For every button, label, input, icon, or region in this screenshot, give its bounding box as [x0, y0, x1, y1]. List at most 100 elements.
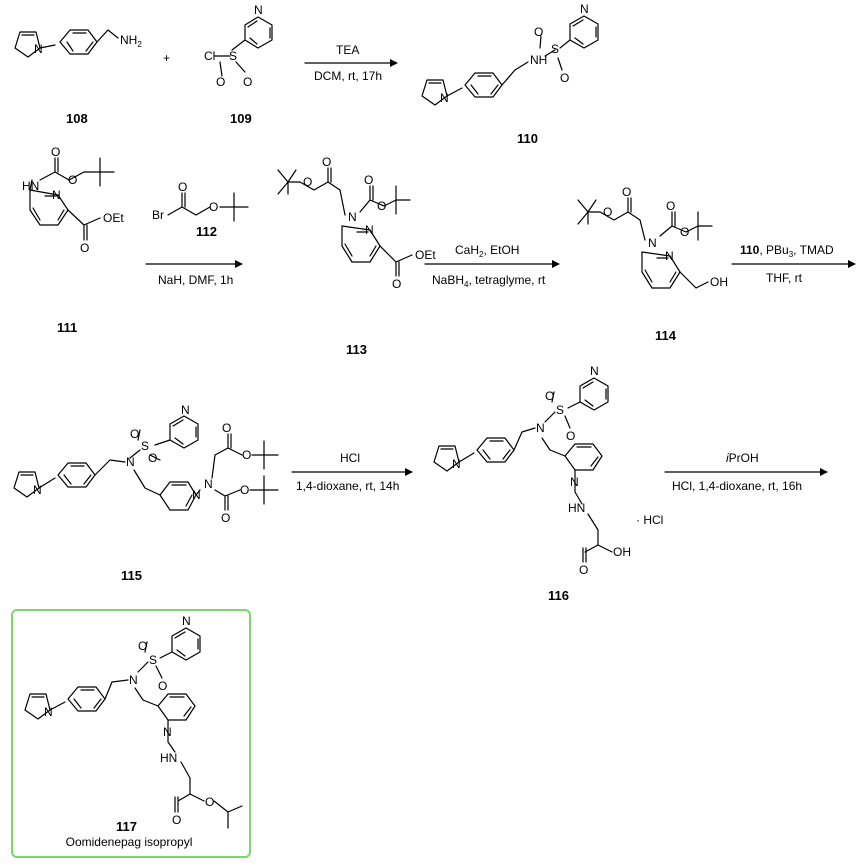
atom-o: O: [148, 451, 157, 465]
condition-label: 1,4-dioxane, rt, 14h: [296, 479, 399, 493]
atom-n: N: [536, 421, 545, 435]
atom-n: N: [254, 3, 263, 17]
atom-s: S: [551, 42, 559, 56]
atom-o: O: [172, 813, 181, 827]
reagent-label: 110, PBu3, TMAD: [740, 243, 834, 259]
atom-s: S: [556, 403, 564, 417]
atom-n: N: [365, 223, 374, 237]
final-product-name: Oomidenepag isopropyl: [66, 835, 193, 849]
atom-o: O: [303, 175, 312, 189]
atom-s: S: [229, 49, 237, 63]
structure-110: N NH S O O N 110: [421, 2, 599, 146]
atom-o: O: [603, 205, 612, 219]
atom-n: N: [590, 364, 599, 378]
atom-s: S: [149, 653, 157, 667]
condition-label: NaH, DMF, 1h: [158, 273, 233, 287]
atom-o: O: [68, 173, 77, 187]
atom-nh: NH: [530, 53, 547, 67]
reaction-arrow-2: Br O O 112 NaH, DMF, 1h: [145, 180, 249, 287]
atom-o: O: [221, 511, 230, 525]
atom-o: O: [242, 448, 251, 462]
structure-108: N NH2 108: [14, 29, 142, 126]
structure-117: N N S O O N N HN O O 117 Oomidenepag iso…: [24, 614, 243, 849]
atom-o: O: [392, 277, 401, 291]
reaction-arrow-3: CaH2, EtOH NaBH4, tetraglyme, rt: [424, 243, 560, 289]
atom-o: O: [130, 427, 139, 441]
reagent-label: HCl: [340, 451, 360, 465]
atom-o: O: [622, 185, 631, 199]
atom-oet: OEt: [103, 211, 124, 225]
atom-o: O: [209, 200, 218, 214]
atom-o: O: [240, 483, 249, 497]
salt-label: · HCl: [636, 513, 663, 527]
atom-n: N: [52, 188, 61, 202]
atom-o: O: [138, 639, 147, 653]
atom-o: O: [158, 679, 167, 693]
structure-113: O O N O O N OEt O 113: [277, 155, 436, 357]
atom-n: N: [348, 210, 357, 224]
reaction-arrow-5: HCl 1,4-dioxane, rt, 14h: [291, 451, 413, 493]
compound-id-111: 111: [57, 320, 77, 335]
atom-n: N: [126, 455, 135, 469]
compound-id-113: 113: [346, 342, 367, 357]
atom-n: N: [163, 725, 172, 739]
atom-oh: OH: [710, 275, 728, 289]
atom-o: O: [566, 429, 575, 443]
reaction-arrow-1: TEA DCM, rt, 17h: [304, 43, 398, 83]
atom-n: N: [192, 488, 201, 502]
atom-cl: Cl: [204, 49, 215, 63]
atom-o: O: [364, 173, 373, 187]
atom-o: O: [222, 421, 231, 435]
atom-o: O: [545, 389, 554, 403]
structure-111: HN O O N OEt O 111: [22, 145, 124, 335]
atom-oet: OEt: [415, 248, 436, 262]
reagent-ref-112: 112: [196, 224, 217, 239]
atom-n: N: [44, 705, 53, 719]
atom-n: N: [34, 42, 43, 56]
atom-o: O: [322, 155, 331, 169]
atom-n: N: [33, 483, 42, 497]
compound-id-110: 110: [517, 131, 538, 146]
atom-n: N: [129, 673, 138, 687]
compound-id-109: 109: [230, 111, 252, 126]
atom-o: O: [377, 199, 386, 213]
condition-label: DCM, rt, 17h: [314, 69, 382, 83]
reaction-arrow-4: 110, PBu3, TMAD THF, rt: [731, 243, 856, 285]
compound-id-117: 117: [116, 819, 137, 834]
atom-o: O: [534, 25, 543, 39]
condition-label: HCl, 1,4-dioxane, rt, 16h: [672, 479, 802, 493]
atom-o: O: [80, 241, 89, 255]
reagent-label: TEA: [336, 43, 359, 57]
atom-hn: HN: [22, 179, 39, 193]
reagent-label: CaH2, EtOH: [455, 243, 519, 259]
atom-hn: HN: [568, 501, 585, 515]
atom-oh: OH: [613, 545, 631, 559]
atom-br: Br: [152, 208, 164, 222]
atom-n: N: [204, 477, 213, 491]
compound-id-116: 116: [548, 588, 569, 603]
structure-114: O O N O O N OH 114: [577, 185, 728, 343]
atom-s: S: [141, 439, 149, 453]
atom-o: O: [560, 71, 569, 85]
structure-109: Cl S O O N 109: [204, 3, 273, 126]
atom-n: N: [580, 2, 589, 16]
atom-n: N: [181, 403, 190, 417]
atom-n: N: [648, 236, 657, 250]
final-product-highlight-box: [11, 609, 251, 858]
structure-116: N N S O O N N HN O OH · HCl 116: [433, 364, 663, 603]
compound-id-108: 108: [66, 111, 88, 126]
atom-o: O: [178, 180, 187, 194]
atom-o: O: [680, 225, 689, 239]
atom-o: O: [666, 199, 675, 213]
reaction-arrow-6: iPrOH HCl, 1,4-dioxane, rt, 16h: [664, 451, 828, 493]
atom-o: O: [205, 795, 214, 809]
compound-id-115: 115: [121, 568, 142, 583]
atom-n: N: [665, 249, 674, 263]
condition-label: NaBH4, tetraglyme, rt: [432, 273, 546, 289]
atom-n: N: [570, 475, 579, 489]
atom-nh2: NH2: [120, 33, 142, 49]
atom-n: N: [182, 614, 191, 628]
plus-sign: +: [163, 51, 170, 65]
